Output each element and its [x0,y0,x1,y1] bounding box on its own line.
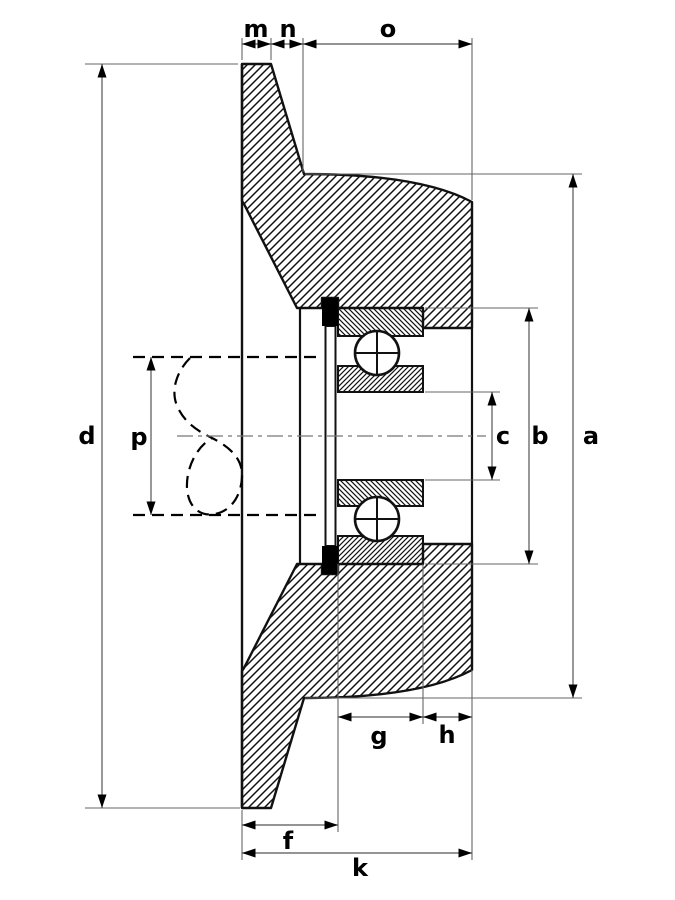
dim-label-b: b [531,422,548,450]
dim-label-f: f [283,827,294,855]
extension-lines [85,38,582,860]
dim-label-d: d [78,422,95,450]
hidden-s-contour [173,357,244,516]
dim-label-a: a [583,422,599,450]
dim-label-k: k [352,854,369,882]
dim-label-c: c [496,422,510,450]
ball-cross-upper-icon [354,330,400,376]
hidden-contours [133,355,322,517]
bearing-section [337,307,424,565]
seal-block-lower [322,546,338,574]
dim-label-o: o [380,15,397,43]
seal-block-upper [322,298,338,326]
ball-cross-lower-icon [354,496,400,542]
dimension-lines [97,39,578,858]
wheel-upper-body [240,62,474,330]
dimension-labels: m n o d p c b a g h f k [78,15,599,882]
dim-label-p: p [130,423,147,451]
wheel-lower-body [240,542,474,810]
dim-label-h: h [438,721,455,749]
dim-label-n: n [279,15,296,43]
dim-label-m: m [243,15,268,43]
dim-label-g: g [370,722,387,750]
